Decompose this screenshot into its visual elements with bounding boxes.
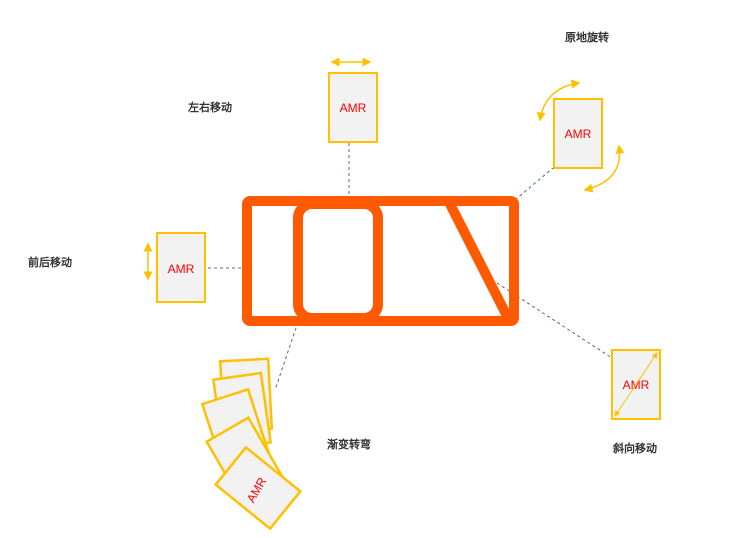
svg-text:AMR: AMR xyxy=(168,262,195,276)
label-diagonal: 斜向移动 xyxy=(612,441,657,455)
card-forward-backward: AMR xyxy=(143,232,206,303)
card-rotate: AMR xyxy=(536,79,625,193)
rotate-arrow-icon xyxy=(583,144,625,193)
connector-lines xyxy=(208,143,613,391)
label-forward-backward: 前后移动 xyxy=(28,255,72,269)
svg-text:AMR: AMR xyxy=(565,127,592,141)
vehicle-frame xyxy=(242,196,519,326)
card-diagonal: AMR xyxy=(611,349,661,420)
card-left-right: AMR xyxy=(328,57,378,143)
cards-gradual-turn: AMR xyxy=(200,357,303,531)
label-rotate-in-place: 原地旋转 xyxy=(565,30,609,44)
rotate-arrow-icon xyxy=(536,79,581,122)
label-gradual-turn: 渐变转弯 xyxy=(327,437,371,451)
diagonal-arrow-icon xyxy=(614,352,658,417)
label-left-right: 左右移动 xyxy=(187,100,232,114)
svg-text:AMR: AMR xyxy=(340,101,367,115)
